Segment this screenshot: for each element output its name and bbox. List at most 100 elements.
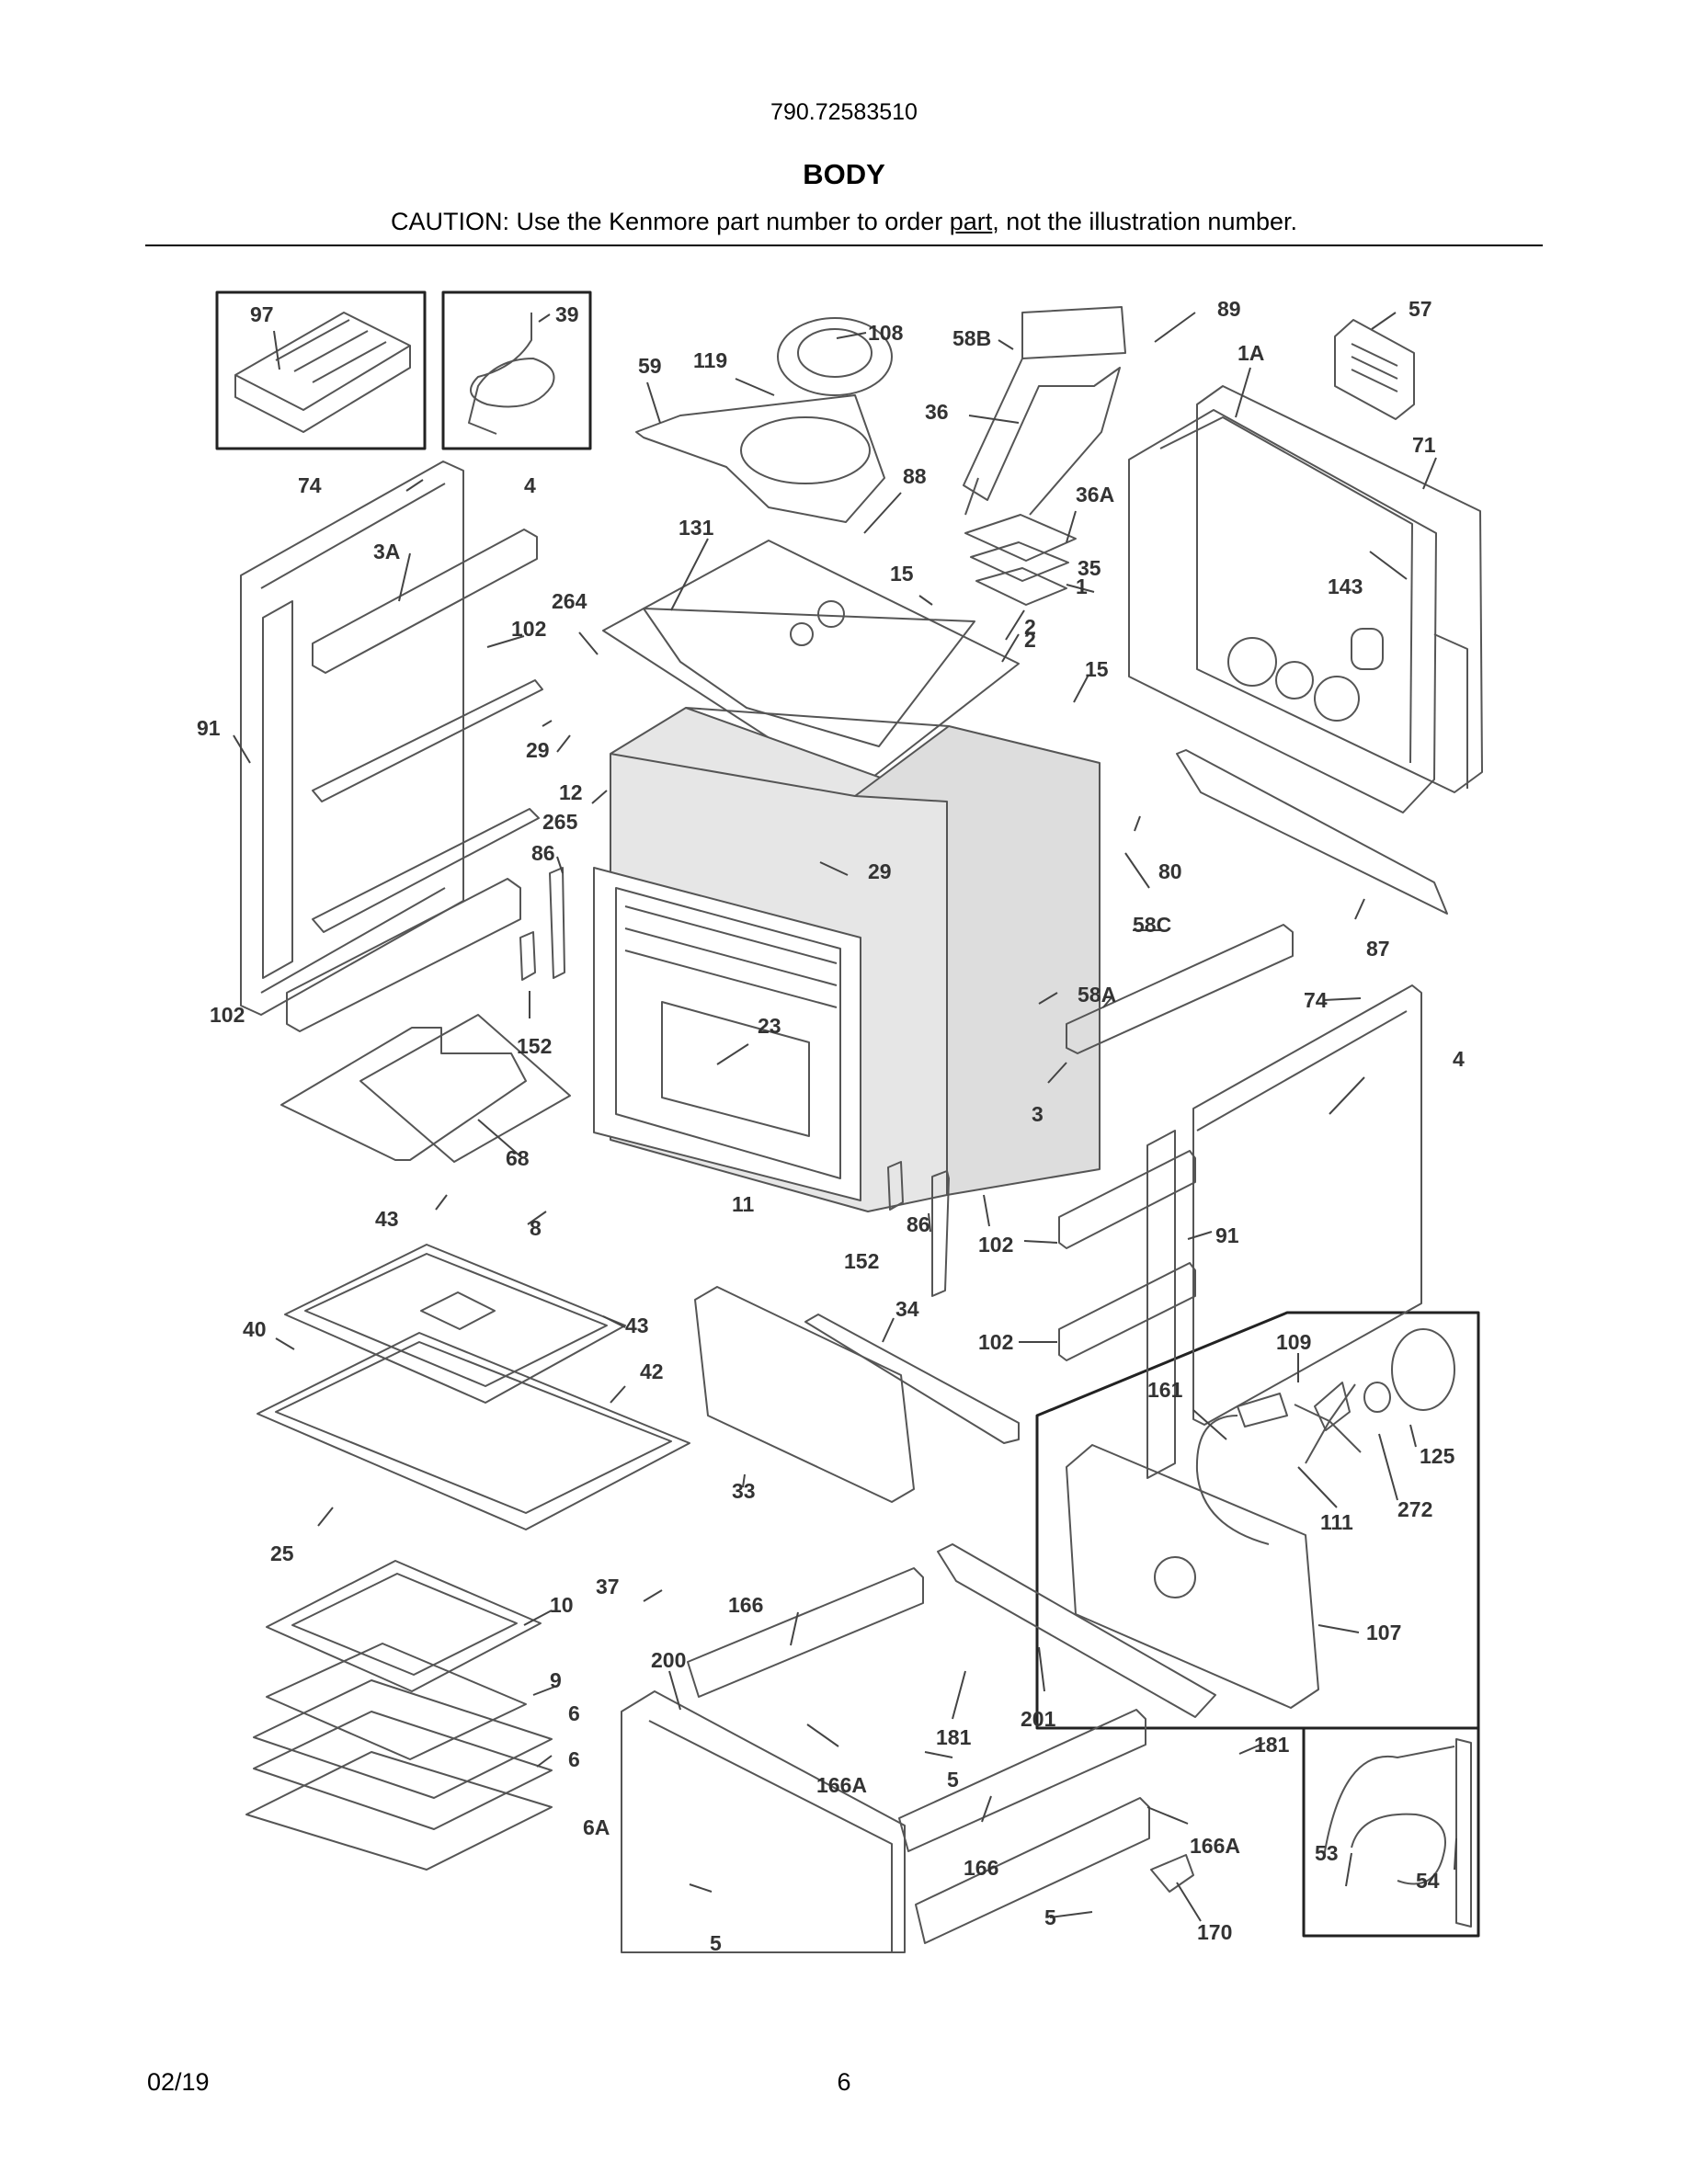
callout-80: 80 — [1158, 859, 1182, 883]
callout-97: 97 — [250, 302, 274, 326]
callout-42: 42 — [640, 1359, 664, 1383]
callout-2b: 2 — [1024, 628, 1036, 652]
callout-39: 39 — [555, 302, 579, 326]
callout-58B: 58B — [952, 326, 991, 350]
callout-5c: 5 — [710, 1931, 722, 1955]
lower-rails — [687, 1567, 1150, 1944]
callout-43: 43 — [375, 1207, 399, 1231]
callout-201: 201 — [1021, 1707, 1056, 1731]
bake-element-cover — [257, 1332, 690, 1530]
caution-note: CAUTION: Use the Kenmore part number to … — [0, 208, 1688, 236]
callout-3: 3 — [1032, 1102, 1044, 1126]
caution-suffix: , not the illustration number. — [992, 208, 1297, 235]
callout-107: 107 — [1366, 1621, 1401, 1644]
callout-4: 4 — [524, 473, 536, 497]
callout-12: 12 — [559, 780, 583, 804]
callout-119: 119 — [693, 348, 727, 372]
callout-4b: 4 — [1453, 1047, 1465, 1071]
callout-131: 131 — [679, 516, 714, 540]
callout-3A: 3A — [373, 540, 400, 563]
inset-box-wiring — [441, 290, 592, 450]
callout-labels: 97 39 108 119 59 89 57 58B 1A 36 71 74 4… — [197, 297, 1465, 1955]
callout-43b: 43 — [625, 1314, 649, 1337]
callout-5: 5 — [947, 1768, 959, 1792]
leveling-leg-bracket — [1150, 1854, 1194, 1893]
floor-plate — [280, 1014, 571, 1163]
broil-pan — [266, 1643, 527, 1760]
callout-10: 10 — [550, 1593, 574, 1617]
callout-15b: 15 — [1085, 657, 1109, 681]
callout-36A: 36A — [1076, 483, 1114, 506]
hinge-right — [887, 1161, 950, 1297]
callout-264: 264 — [552, 589, 587, 613]
callout-272: 272 — [1397, 1497, 1432, 1521]
callout-58A: 58A — [1078, 983, 1116, 1007]
callout-6: 6 — [568, 1701, 580, 1725]
right-panel-braces — [1058, 924, 1294, 1361]
back-wrapper — [694, 1286, 915, 1503]
convection-cover — [1066, 1444, 1319, 1709]
left-panel-braces — [286, 529, 543, 1032]
callout-86: 86 — [531, 841, 555, 865]
callout-166b: 166 — [964, 1856, 998, 1880]
callout-15: 15 — [890, 562, 914, 586]
callout-68: 68 — [506, 1146, 530, 1170]
drawer-body — [621, 1690, 906, 1953]
caution-prefix: CAUTION: Use the Kenmore part number to … — [391, 208, 950, 235]
bake-element-tray — [284, 1244, 626, 1404]
callout-161: 161 — [1147, 1378, 1183, 1402]
callout-87: 87 — [1366, 937, 1390, 961]
callout-102c: 102 — [978, 1233, 1013, 1257]
callout-125: 125 — [1420, 1444, 1455, 1468]
broil-pan-insert — [266, 1560, 542, 1692]
caution-link[interactable]: part — [949, 208, 993, 235]
callout-166A-b: 166A — [1190, 1834, 1240, 1858]
callout-200: 200 — [651, 1648, 686, 1672]
callout-36: 36 — [925, 400, 949, 424]
callout-152b: 152 — [844, 1249, 879, 1273]
rear-bracket — [1176, 749, 1448, 915]
oven-racks — [245, 1679, 553, 1871]
callout-25: 25 — [270, 1541, 294, 1565]
callout-111: 111 — [1320, 1510, 1353, 1534]
inset-box-sensor — [1302, 1726, 1480, 1938]
right-front-trim — [1146, 1130, 1176, 1479]
callout-102b: 102 — [210, 1003, 245, 1027]
model-number: 790.72583510 — [770, 99, 918, 125]
footer-date: 02/19 — [147, 2068, 210, 2096]
callout-8: 8 — [530, 1216, 542, 1240]
callout-74b: 74 — [1304, 988, 1328, 1012]
vent-gaskets — [964, 514, 1077, 606]
callout-59: 59 — [638, 354, 662, 378]
callout-37: 37 — [596, 1575, 620, 1598]
page-number: 6 — [837, 2068, 851, 2096]
callout-11: 11 — [732, 1192, 755, 1216]
rear-cover — [1196, 385, 1483, 793]
callout-71: 71 — [1412, 433, 1436, 457]
callout-109: 109 — [1276, 1330, 1311, 1354]
callout-58C: 58C — [1133, 913, 1171, 937]
rear-panel — [1128, 409, 1437, 813]
callout-35: 35 — [1078, 556, 1101, 580]
top-trim-rail — [804, 1314, 1020, 1444]
callout-143: 143 — [1328, 574, 1363, 598]
callout-102: 102 — [511, 617, 546, 641]
callout-152: 152 — [517, 1034, 552, 1058]
right-side-panel — [1192, 984, 1422, 1426]
control-board-part — [234, 312, 411, 433]
drawer-front-frame — [937, 1543, 1216, 1718]
callout-88: 88 — [903, 464, 927, 488]
convection-motor — [1363, 1328, 1455, 1413]
callout-34: 34 — [895, 1297, 919, 1321]
callout-6A: 6A — [583, 1815, 610, 1839]
vent-cover-part — [1334, 319, 1415, 420]
callout-170: 170 — [1197, 1920, 1232, 1944]
callout-181b: 181 — [1254, 1733, 1290, 1757]
header-divider — [145, 245, 1543, 246]
callout-33: 33 — [732, 1479, 756, 1503]
inset-box-convection — [1035, 1311, 1480, 1730]
callout-108: 108 — [868, 321, 904, 345]
callout-86b: 86 — [907, 1212, 930, 1236]
wire-harness-part — [468, 313, 555, 435]
